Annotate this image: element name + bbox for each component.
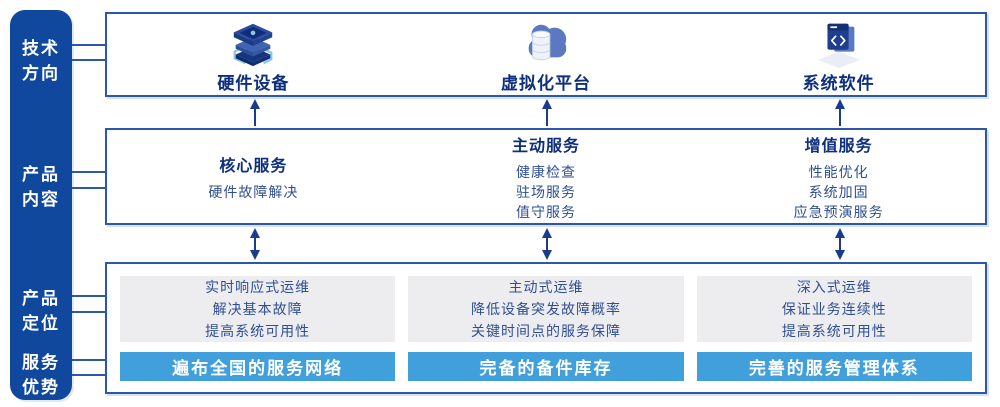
sidebar-label-line: 内容 — [22, 190, 60, 209]
service-item: 系统加固 — [808, 183, 869, 200]
connector-line — [72, 295, 106, 297]
sidebar-label-line: 产品 — [22, 289, 60, 308]
service-heading-value-added: 增值服务 — [804, 137, 873, 155]
connector-line — [72, 44, 106, 46]
positioning-line: 深入式运维 — [796, 279, 872, 295]
sidebar-label-product-content: 产品 内容 — [10, 162, 72, 212]
sidebar-label-line: 产品 — [22, 165, 60, 184]
positioning-panel: 主动式运维 降低设备突发故障概率 关键时间点的服务保障 — [408, 276, 684, 342]
advantage-bar: 完备的备件库存 — [408, 352, 684, 381]
cloud-database-icon — [528, 24, 567, 60]
positioning-column-realtime: 实时响应式运维 解决基本故障 提高系统可用性 遍布全国的服务网络 — [120, 276, 396, 381]
positioning-panel: 实时响应式运维 解决基本故障 提高系统可用性 — [120, 276, 396, 342]
connector-line — [72, 311, 106, 313]
connector-line — [72, 359, 106, 361]
sidebar-label-line: 定位 — [22, 314, 60, 333]
service-item: 驻场服务 — [516, 183, 576, 200]
connector-line — [72, 59, 106, 61]
sidebar: 技术 方向 产品 内容 产品 定位 服务 优势 — [10, 10, 72, 400]
service-item: 性能优化 — [808, 163, 869, 180]
positioning-line: 提高系统可用性 — [781, 323, 887, 339]
product-content-box: 核心服务 硬件故障解决 主动服务 健康检查 驻场服务 值守服务 增值服务 性能优… — [105, 128, 987, 225]
service-item: 健康检查 — [516, 163, 576, 180]
connector-line — [72, 171, 106, 173]
server-stack-icon — [233, 23, 273, 66]
code-window-icon — [817, 23, 860, 68]
service-item: 硬件故障解决 — [208, 183, 299, 200]
double-arrow — [542, 228, 552, 260]
positioning-line: 主动式运维 — [508, 279, 584, 295]
connector-line — [72, 187, 106, 189]
sidebar-label-line: 技术 — [22, 39, 60, 58]
service-column-core: 核心服务 硬件故障解决 — [107, 130, 400, 223]
sidebar-label-tech-direction: 技术 方向 — [10, 36, 72, 86]
positioning-line: 保证业务连续性 — [781, 301, 887, 317]
positioning-line: 降低设备突发故障概率 — [470, 301, 621, 317]
positioning-panel: 深入式运维 保证业务连续性 提高系统可用性 — [696, 276, 972, 342]
up-arrow — [835, 99, 845, 126]
positioning-line: 解决基本故障 — [212, 301, 303, 317]
service-item: 值守服务 — [516, 203, 576, 220]
advantage-bar: 遍布全国的服务网络 — [120, 352, 396, 381]
up-arrow — [542, 99, 552, 126]
sidebar-label-line: 服务 — [22, 353, 60, 372]
tech-direction-box: 硬件设备 虚拟化平台 — [105, 12, 987, 97]
tech-label-virtualization: 虚拟化平台 — [501, 73, 591, 93]
service-item: 应急预演服务 — [793, 203, 884, 220]
positioning-line: 提高系统可用性 — [205, 323, 311, 339]
tech-column-system-software: 系统软件 — [692, 14, 985, 95]
positioning-line: 实时响应式运维 — [205, 279, 311, 295]
tech-column-hardware: 硬件设备 — [107, 14, 400, 95]
up-arrow — [250, 99, 260, 126]
service-column-value-added: 增值服务 性能优化 系统加固 应急预演服务 — [692, 130, 985, 223]
positioning-column-deep: 深入式运维 保证业务连续性 提高系统可用性 完善的服务管理体系 — [696, 276, 972, 381]
service-heading-core: 核心服务 — [219, 157, 288, 175]
connector-line — [72, 374, 106, 376]
sidebar-label-product-positioning: 产品 定位 — [10, 286, 72, 336]
sidebar-label-line: 优势 — [22, 378, 60, 397]
service-column-proactive: 主动服务 健康检查 驻场服务 值守服务 — [400, 130, 693, 223]
positioning-line: 关键时间点的服务保障 — [470, 323, 621, 339]
service-heading-proactive: 主动服务 — [512, 137, 581, 155]
advantage-bar: 完善的服务管理体系 — [696, 352, 972, 381]
double-arrow — [250, 228, 260, 260]
tech-column-virtualization: 虚拟化平台 — [400, 14, 693, 95]
positioning-advantage-box: 实时响应式运维 解决基本故障 提高系统可用性 遍布全国的服务网络 主动式运维 降… — [105, 262, 987, 394]
positioning-column-proactive: 主动式运维 降低设备突发故障概率 关键时间点的服务保障 完备的备件库存 — [408, 276, 684, 381]
double-arrow — [835, 228, 845, 260]
sidebar-label-line: 方向 — [22, 64, 60, 83]
tech-label-hardware: 硬件设备 — [217, 73, 290, 93]
sidebar-label-service-advantage: 服务 优势 — [10, 350, 72, 400]
tech-label-system-software: 系统软件 — [802, 73, 875, 93]
